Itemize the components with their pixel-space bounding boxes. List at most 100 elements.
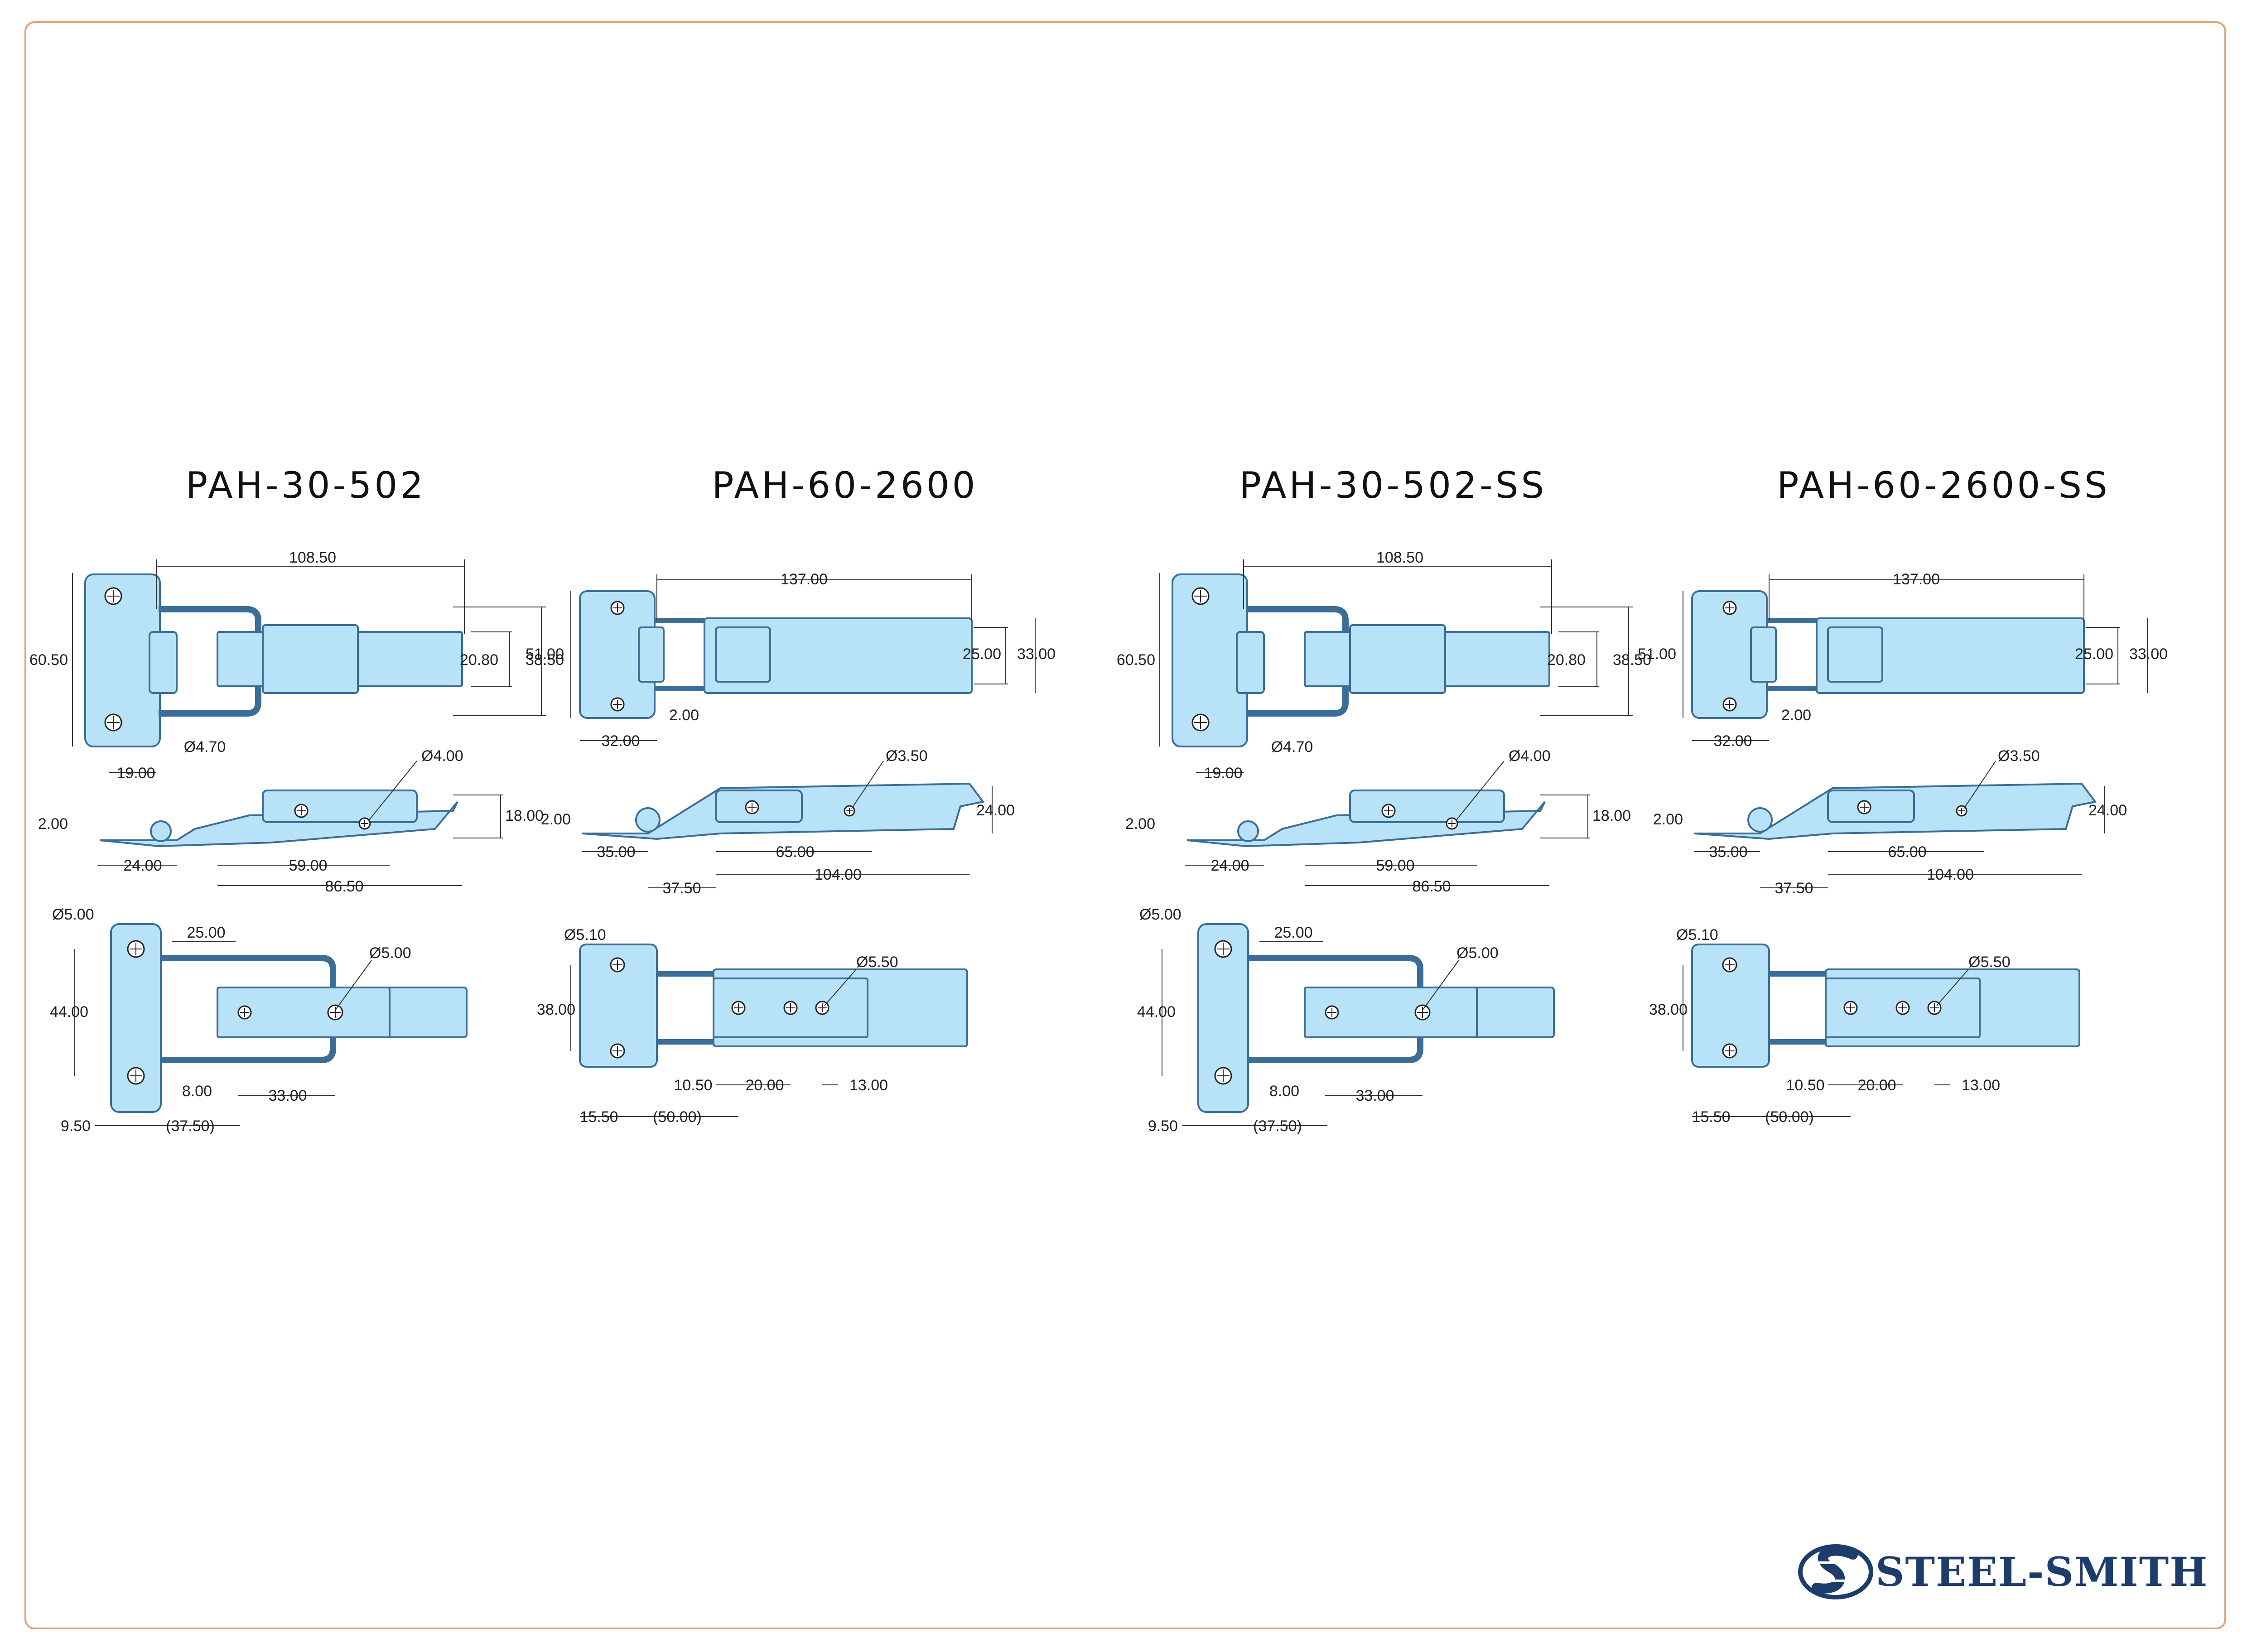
dimension-label: 86.50 (325, 878, 363, 895)
dimension-label: 108.50 (289, 549, 336, 566)
wire-loop (1767, 618, 1817, 691)
dimension-label: 2.00 (669, 707, 699, 724)
dimension-label: 25.00 (963, 645, 1001, 663)
mount-hole-cross (613, 603, 622, 612)
dimension-label: 8.00 (1269, 1083, 1299, 1100)
dimension-label: 13.00 (1962, 1077, 2000, 1094)
dimension-label: 24.00 (976, 802, 1015, 819)
rivet-cross (1448, 820, 1456, 827)
dimension-label: 65.00 (1888, 843, 1926, 861)
page-frame (24, 21, 2226, 1629)
mount-hole-cross (1725, 1046, 1735, 1056)
latch-cover (1304, 987, 1478, 1038)
dimension-label: (50.00) (1765, 1108, 1814, 1126)
mount-hole-cross (1194, 716, 1207, 729)
mount-hole-cross (130, 943, 142, 955)
pivot-pin-cross (297, 806, 306, 815)
mount-hole-cross (1725, 603, 1734, 612)
dimension-label: 38.00 (1649, 1001, 1688, 1018)
rivet-cross (734, 1003, 743, 1012)
dimension-label: 24.00 (1210, 857, 1249, 874)
dimension-label: 15.50 (1692, 1108, 1730, 1126)
model-title-2: PAH-60-2600 (712, 464, 978, 506)
dimension-label: 33.00 (268, 1087, 307, 1104)
dimension-line (1963, 761, 1996, 809)
dimension-label: 2.00 (541, 811, 571, 828)
dimension-label: 108.50 (1376, 549, 1423, 566)
dimension-label: Ø4.70 (1271, 738, 1313, 756)
hook (150, 820, 172, 842)
dimension-label: Ø5.00 (1139, 906, 1181, 923)
dimension-label: 44.00 (50, 1003, 88, 1021)
rivet-cross (1846, 1003, 1855, 1012)
hinge-block (1236, 631, 1265, 694)
dimension-label: Ø5.10 (564, 926, 606, 944)
dimension-label: (50.00) (653, 1108, 702, 1126)
dimension-label: 25.00 (2075, 645, 2113, 663)
dimension-label: 15.50 (579, 1108, 618, 1126)
dimension-line (1936, 969, 1969, 1006)
dimension-label: 51.00 (1638, 645, 1676, 663)
model-title-3: PAH-30-502-SS (1239, 464, 1547, 506)
pivot-pin-cross (1860, 803, 1869, 812)
dimension-label: 60.50 (29, 651, 68, 669)
dimension-label: 18.00 (1592, 807, 1631, 824)
mount-hole-cross (1194, 590, 1207, 602)
dimension-label: 20.80 (460, 651, 498, 669)
mount-hole-cross (612, 1046, 622, 1056)
dimension-label: 59.00 (289, 857, 327, 874)
dimension-label: 2.00 (1781, 707, 1811, 724)
dimension-label: 24.00 (123, 857, 162, 874)
dimension-label: 20.00 (745, 1077, 784, 1094)
latch-body (1349, 790, 1505, 823)
dimension-label: 33.00 (1017, 645, 1056, 663)
dimension-label: 33.00 (2129, 645, 2168, 663)
rivet-cross (846, 808, 853, 814)
mount-hole-cross (107, 590, 120, 602)
dimension-label: 38.50 (526, 651, 564, 669)
dimension-label: Ø4.00 (421, 747, 463, 765)
dimension-label: 9.50 (1148, 1117, 1178, 1135)
dimension-label: Ø5.10 (1676, 926, 1718, 944)
steel-smith-logo-icon (1798, 1544, 1873, 1599)
dimension-label: 20.00 (1857, 1077, 1896, 1094)
bottom-plate (110, 923, 162, 1113)
dimension-label: (37.50) (1253, 1117, 1302, 1135)
pivot-pin-cross (1384, 806, 1393, 815)
dimension-label: 18.00 (505, 807, 544, 824)
dimension-label: 8.00 (182, 1083, 212, 1100)
dimension-label: 25.00 (187, 924, 225, 941)
dimension-label: 25.00 (1274, 924, 1312, 941)
rivet-cross (818, 1003, 827, 1012)
spring-coil (715, 626, 771, 683)
dimension-label: 38.00 (537, 1001, 575, 1018)
dimension-label: (37.50) (166, 1117, 215, 1135)
dimension-label: 35.00 (1709, 843, 1747, 861)
dimension-label: Ø5.00 (369, 944, 411, 962)
dimension-label: 35.00 (597, 843, 635, 861)
rivet-cross (1958, 808, 1965, 814)
dimension-label: 10.50 (1786, 1077, 1824, 1094)
dimension-label: 44.00 (1137, 1003, 1176, 1021)
rivet-cross (1417, 1007, 1428, 1018)
hinge-block (638, 626, 665, 683)
dimension-label: Ø3.50 (1998, 747, 2040, 765)
hook (1747, 807, 1773, 833)
mount-hole-cross (130, 1069, 142, 1082)
bottom-plate (1197, 923, 1249, 1113)
wire-loop (657, 971, 714, 1045)
dimension-label: 37.50 (1775, 880, 1813, 897)
mount-hole-cross (1217, 943, 1230, 955)
dimension-label: 33.00 (1355, 1087, 1394, 1104)
dimension-label: 2.00 (1653, 811, 1683, 828)
model-title-4: PAH-60-2600-SS (1777, 464, 2110, 506)
mount-hole-cross (1725, 960, 1735, 970)
dimension-label: 137.00 (1893, 571, 1940, 588)
mount-hole-cross (1217, 1069, 1230, 1082)
dimension-label: 19.00 (1204, 765, 1242, 782)
